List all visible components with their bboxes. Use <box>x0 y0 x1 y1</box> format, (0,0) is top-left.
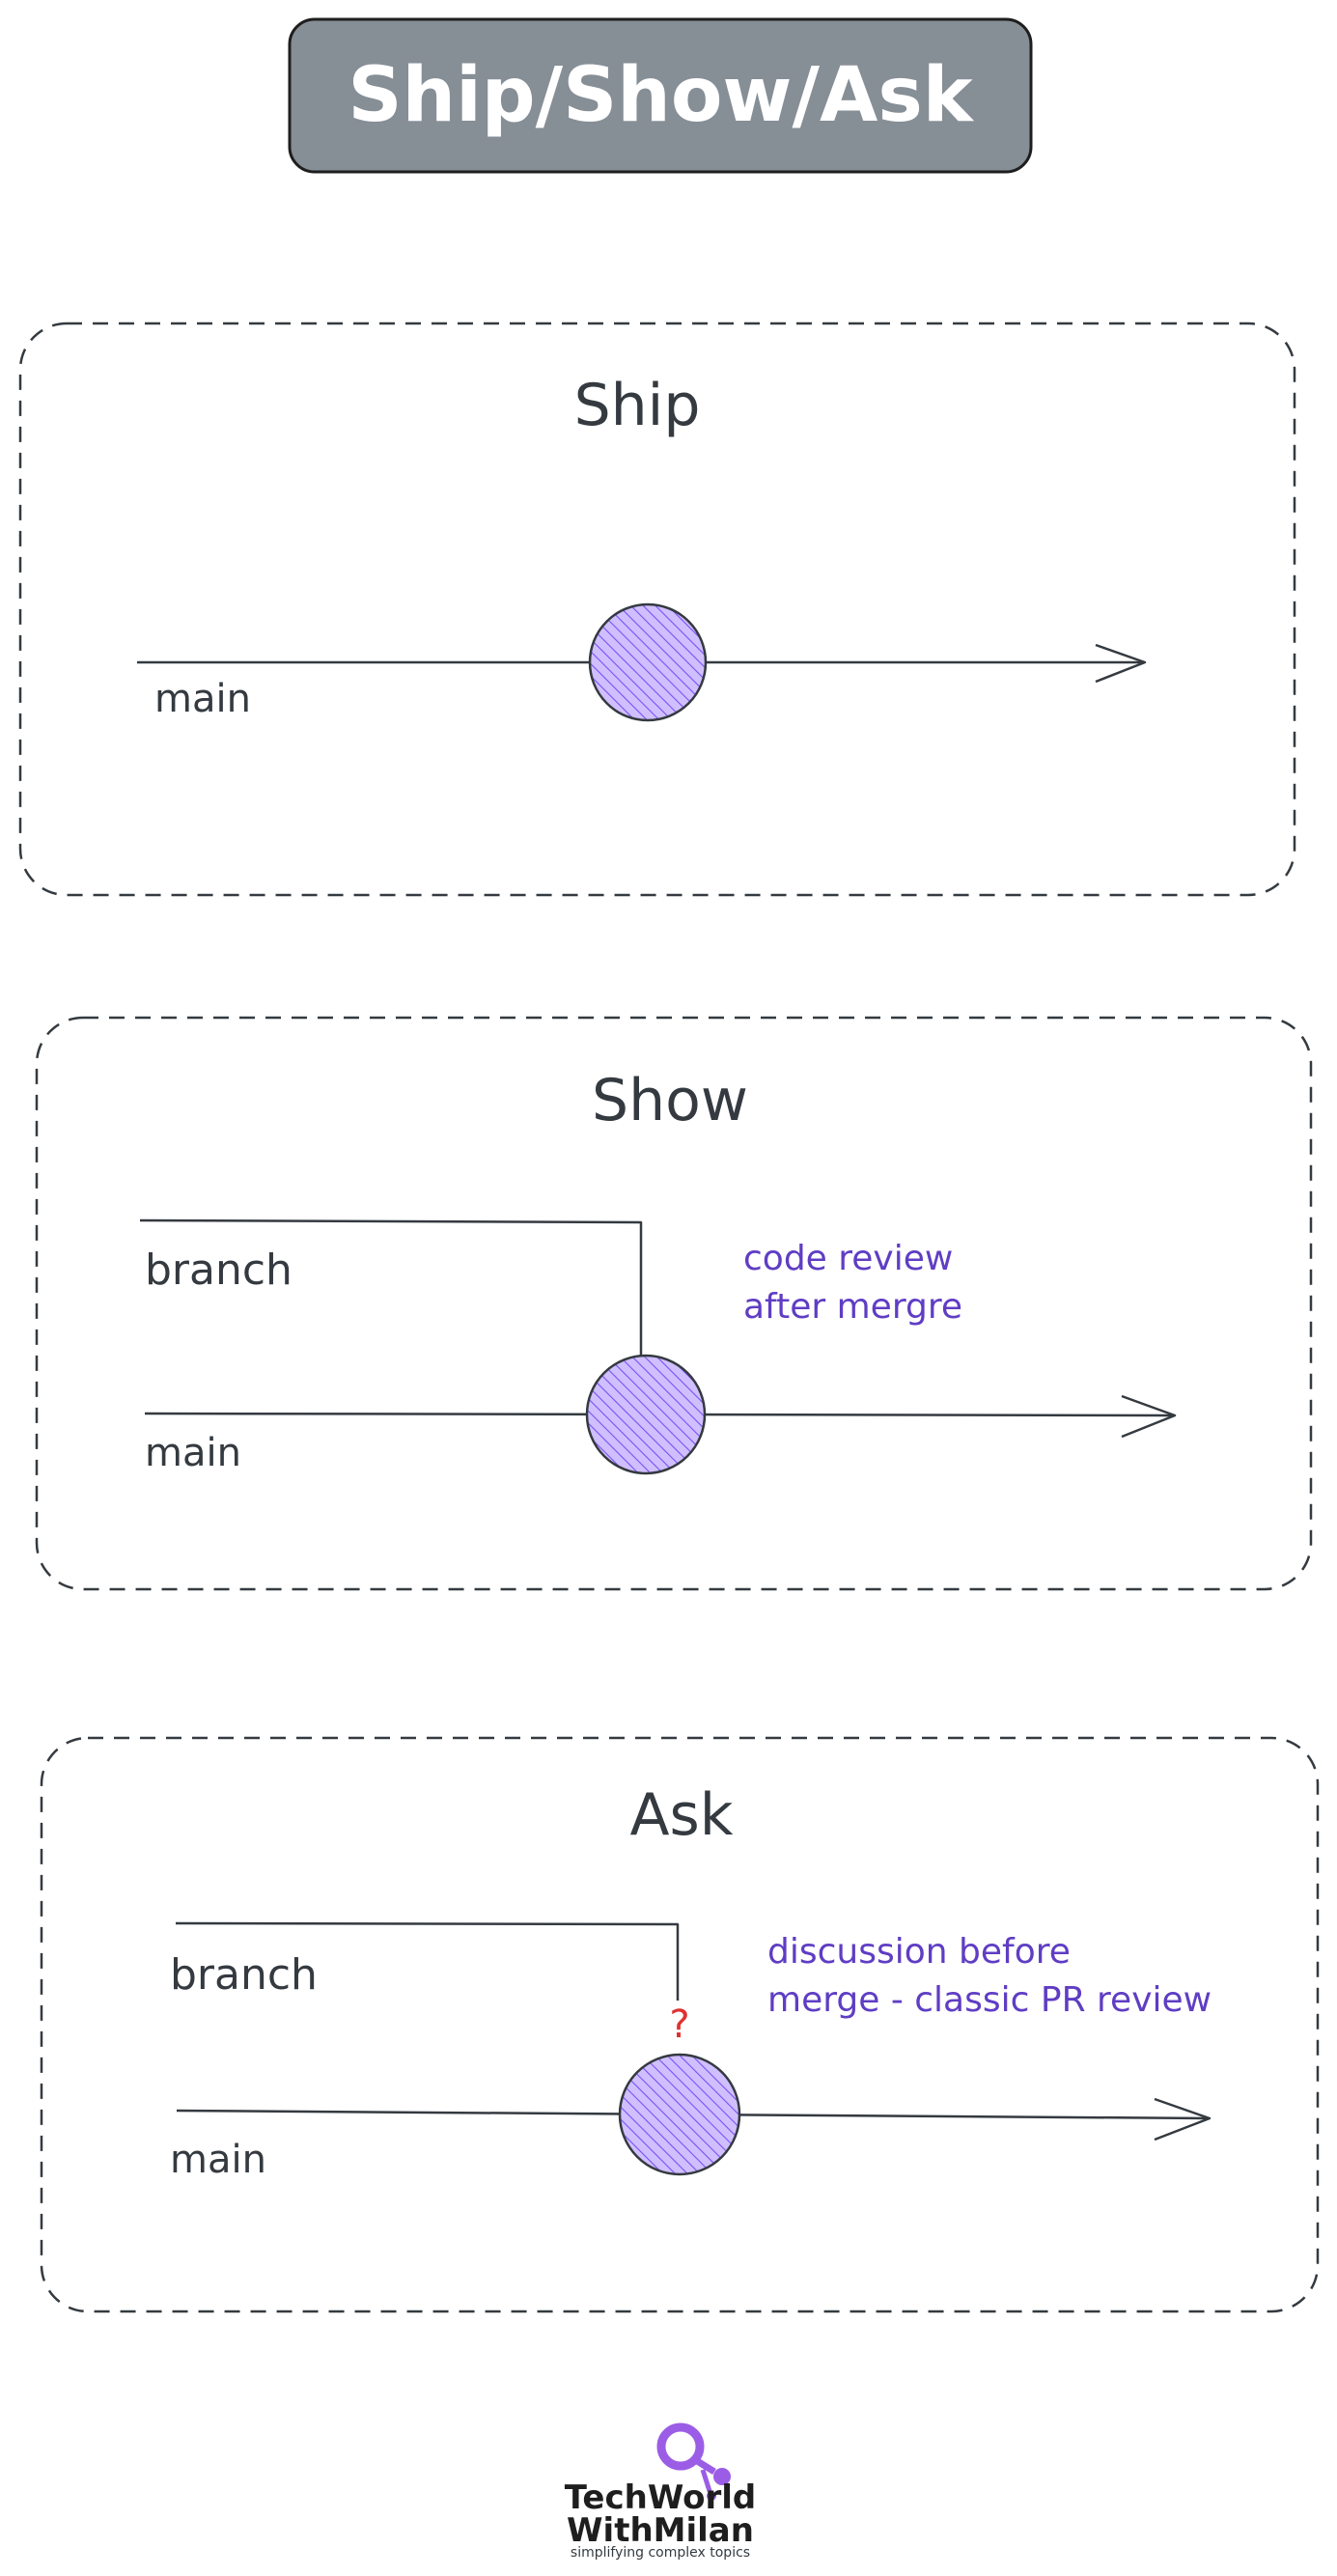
title-banner: Ship/Show/Ask <box>288 17 1033 174</box>
logo-tagline: simplifying complex topics <box>571 2545 750 2561</box>
ask-main-label: main <box>170 2138 266 2182</box>
ship-heading: Ship <box>574 372 701 439</box>
logo-molecule-icon <box>656 2422 731 2501</box>
logo-line1: TechWorld <box>565 2478 757 2517</box>
techworld-logo: TechWorld WithMilan simplifying complex … <box>565 2422 757 2561</box>
ship-main-label: main <box>154 677 251 721</box>
ask-branch-line <box>175 1921 680 2001</box>
show-heading: Show <box>592 1067 748 1134</box>
ship-main-arrowhead <box>1095 643 1147 684</box>
ask-note-line2: merge - classic PR review <box>767 1980 1212 2020</box>
ship-commit-node <box>588 602 708 722</box>
title-text: Ship/Show/Ask <box>348 52 974 139</box>
ask-main-arrowhead <box>1154 2097 1212 2142</box>
show-main-arrowhead <box>1121 1394 1177 1439</box>
show-note-line1: code review <box>743 1239 953 1278</box>
ask-note-line1: discussion before <box>767 1932 1071 1972</box>
ask-panel: Ask branch ? discussion before merge - c… <box>40 1736 1320 2313</box>
show-main-label: main <box>145 1431 241 1475</box>
title-box <box>288 17 1033 174</box>
ask-commit-node <box>618 2053 741 2176</box>
show-panel-border <box>35 1016 1313 1591</box>
logo-line2: WithMilan <box>567 2511 754 2550</box>
show-commit-node <box>585 1354 707 1475</box>
ask-panel-border <box>40 1736 1320 2313</box>
show-branch-label: branch <box>145 1246 292 1295</box>
show-panel: Show branch code review after mergre mai… <box>35 1016 1313 1591</box>
ask-heading: Ask <box>629 1781 733 1849</box>
ask-question-mark: ? <box>669 2002 689 2047</box>
ship-panel-border <box>18 322 1296 897</box>
ship-panel: Ship main <box>18 322 1296 897</box>
ask-branch-label: branch <box>170 1950 318 2000</box>
show-branch-line <box>139 1218 643 1358</box>
show-note-line2: after mergre <box>743 1287 962 1327</box>
